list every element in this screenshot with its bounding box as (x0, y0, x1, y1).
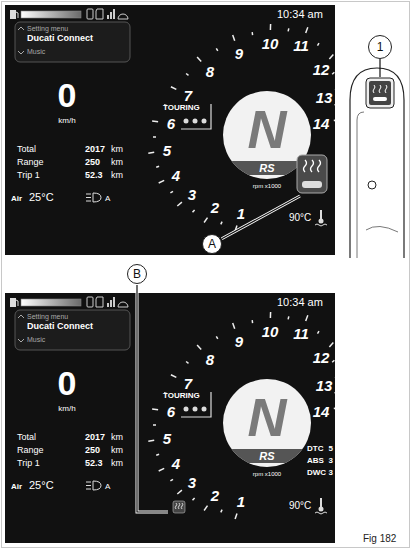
display-text: TOURING (163, 392, 200, 400)
display-text: TOURING (163, 104, 200, 112)
display-text: km (111, 171, 123, 180)
display-text: km (111, 433, 123, 442)
display-text: 3 (188, 475, 196, 490)
display-text: km (111, 446, 123, 455)
switch-housing (350, 68, 404, 258)
heated-grip-small-icon (173, 501, 185, 513)
display-text: Trip 1 (17, 171, 40, 180)
callout-circle: A (202, 234, 222, 254)
display-text: 8 (206, 352, 214, 367)
display-text: 2 (211, 488, 219, 503)
display-text: 7 (184, 376, 192, 391)
display-text: 5 (163, 431, 171, 446)
display-text: km (111, 158, 123, 167)
display-text: 4 (172, 456, 180, 471)
display-text: 9 (235, 46, 243, 61)
display-text: Range (17, 158, 44, 167)
display-text: 11 (293, 38, 309, 53)
display-text: 4 (172, 168, 180, 183)
dashboard-display (5, 5, 340, 255)
display-text: 250 (85, 158, 100, 167)
display-text: DWC (307, 469, 326, 477)
display-text: 5 (329, 445, 333, 453)
display-text: 9 (235, 334, 243, 349)
display-text: 2017 (85, 145, 105, 154)
display-text: Air (11, 483, 22, 491)
display-text: Music (27, 336, 45, 343)
display-text: 10:34 am (277, 297, 323, 308)
figure-number: Fig 182 (363, 534, 396, 544)
display-text: 10 (262, 36, 279, 51)
display-text: 0 (58, 366, 77, 400)
display-text: 25°C (29, 192, 54, 203)
display-text: N (248, 390, 287, 444)
display-text: 52.3 (85, 171, 103, 180)
display-text: 1 (237, 494, 245, 509)
display-text: Air (11, 195, 22, 203)
display-text: 52.3 (85, 459, 103, 468)
display-text: 250 (85, 446, 100, 455)
display-text: Music (27, 48, 45, 55)
display-text: 90°C (289, 501, 311, 511)
display-text: A (105, 195, 110, 203)
display-text: 12 (313, 350, 330, 365)
display-text: DTC (307, 445, 323, 453)
display-text: km (111, 145, 123, 154)
display-text: rpm x1000 (253, 471, 281, 477)
display-text: km (111, 459, 123, 468)
display-text: 5 (163, 143, 171, 158)
display-text: A (105, 483, 110, 491)
display-text: Total (17, 145, 36, 154)
display-text: 13 (316, 90, 333, 105)
display-text: 10:34 am (277, 9, 323, 20)
display-text: Trip 1 (17, 459, 40, 468)
display-text: RS (259, 163, 274, 174)
display-text: 8 (206, 64, 214, 79)
display-text: Ducati Connect (27, 34, 93, 43)
display-text: 14 (313, 404, 330, 419)
display-text: ABS (307, 457, 324, 465)
dashboard-display (5, 293, 340, 543)
display-text: km/h (58, 117, 75, 125)
heated-grip-icon (297, 155, 327, 193)
display-text: 11 (293, 326, 309, 341)
callout-letter: 1 (377, 41, 384, 53)
display-text: 3 (329, 457, 333, 465)
leader-line (137, 59, 380, 512)
display-text: 25°C (29, 480, 54, 491)
display-text: 0 (58, 78, 77, 112)
callout-letter: A (208, 238, 216, 250)
display-text: rpm x1000 (253, 183, 281, 189)
display-text: Setting menu (27, 25, 68, 32)
display-text: 3 (329, 469, 333, 477)
callout-circle: B (127, 264, 147, 284)
display-text: 10 (262, 324, 279, 339)
callout-circle: 1 (368, 35, 392, 59)
display-text: km/h (58, 405, 75, 413)
display-text: 12 (313, 62, 330, 77)
display-text: Range (17, 446, 44, 455)
display-text: 1 (237, 206, 245, 221)
display-text: Total (17, 433, 36, 442)
display-text: 90°C (289, 213, 311, 223)
display-text: 2 (211, 200, 219, 215)
display-text: N (248, 102, 287, 156)
display-text: 6 (167, 116, 175, 131)
display-text: 6 (167, 404, 175, 419)
display-text: RS (259, 451, 274, 462)
display-text: 2017 (85, 433, 105, 442)
display-text: 3 (188, 187, 196, 202)
display-text: 13 (316, 378, 333, 393)
display-text: 7 (184, 88, 192, 103)
display-text: Setting menu (27, 313, 68, 320)
display-text: Ducati Connect (27, 322, 93, 331)
callout-letter: B (133, 268, 141, 280)
display-text: 14 (313, 116, 330, 131)
